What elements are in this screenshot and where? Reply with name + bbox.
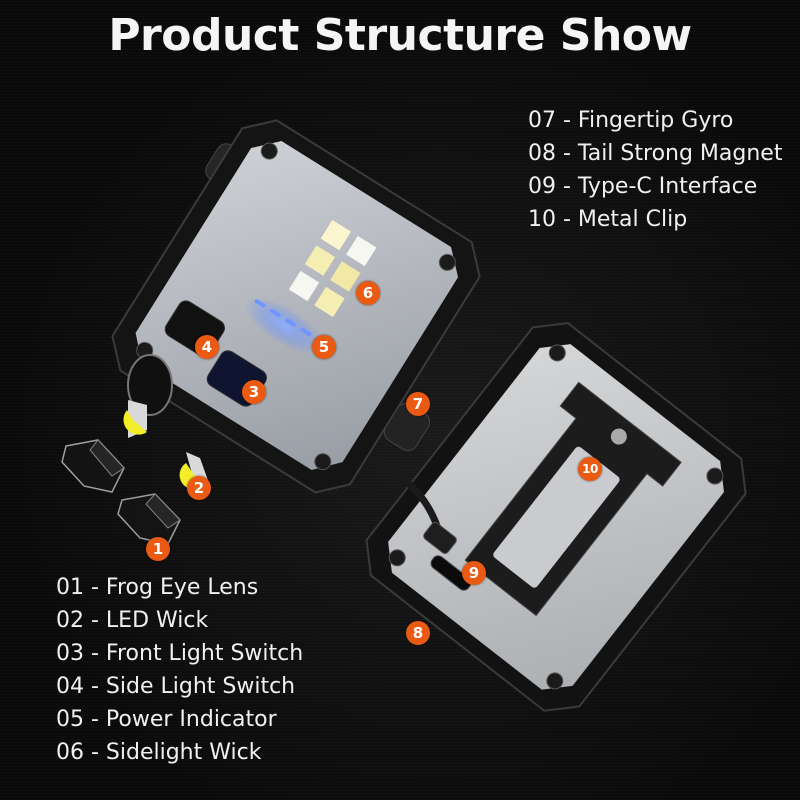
callout-5-power-indicator: 5 (312, 335, 336, 359)
legend-item-fingertip-gyro: 07 - Fingertip Gyro (528, 108, 734, 133)
callout-6-sidelight-wick: 6 (356, 281, 380, 305)
callout-4-side-light-switch: 4 (195, 335, 219, 359)
led-wick-1 (123, 400, 147, 438)
legend-item-front-light-switch: 03 - Front Light Switch (56, 641, 304, 666)
legend-item-led-wick: 02 - LED Wick (56, 608, 209, 633)
callout-2-led-wick: 2 (187, 476, 211, 500)
power-indicator-lights (244, 297, 324, 354)
legend-front-parts: 01 - Frog Eye Lens 02 - LED Wick 03 - Fr… (56, 571, 303, 769)
legend-item-frog-eye-lens: 01 - Frog Eye Lens (56, 575, 259, 600)
legend-item-sidelight-wick: 06 - Sidelight Wick (56, 740, 262, 765)
legend-item-power-indicator: 05 - Power Indicator (56, 707, 277, 732)
sidelight-wick-leds (288, 219, 377, 318)
callout-10-metal-clip: 10 (578, 457, 602, 481)
type-c-port (430, 555, 472, 591)
callout-3-front-light-switch: 3 (242, 380, 266, 404)
type-c-plug (423, 521, 457, 555)
callout-1-frog-eye-lens: 1 (146, 537, 170, 561)
callout-7-fingertip-gyro: 7 (406, 392, 430, 416)
legend-back-parts: 07 - Fingertip Gyro 08 - Tail Strong Mag… (528, 104, 782, 236)
frog-eye-lens-2 (117, 493, 181, 545)
front-unit (111, 119, 481, 494)
legend-item-metal-clip: 10 - Metal Clip (528, 207, 688, 232)
back-unit (365, 322, 747, 712)
callout-8-tail-magnet: 8 (406, 621, 430, 645)
callout-9-type-c: 9 (462, 561, 486, 585)
legend-item-tail-magnet: 08 - Tail Strong Magnet (528, 141, 783, 166)
front-lens-ring (127, 354, 173, 416)
page-title: Product Structure Show (108, 10, 692, 61)
legend-item-side-light-switch: 04 - Side Light Switch (56, 674, 296, 699)
frog-eye-lens-1 (61, 439, 125, 493)
legend-item-type-c: 09 - Type-C Interface (528, 174, 758, 199)
